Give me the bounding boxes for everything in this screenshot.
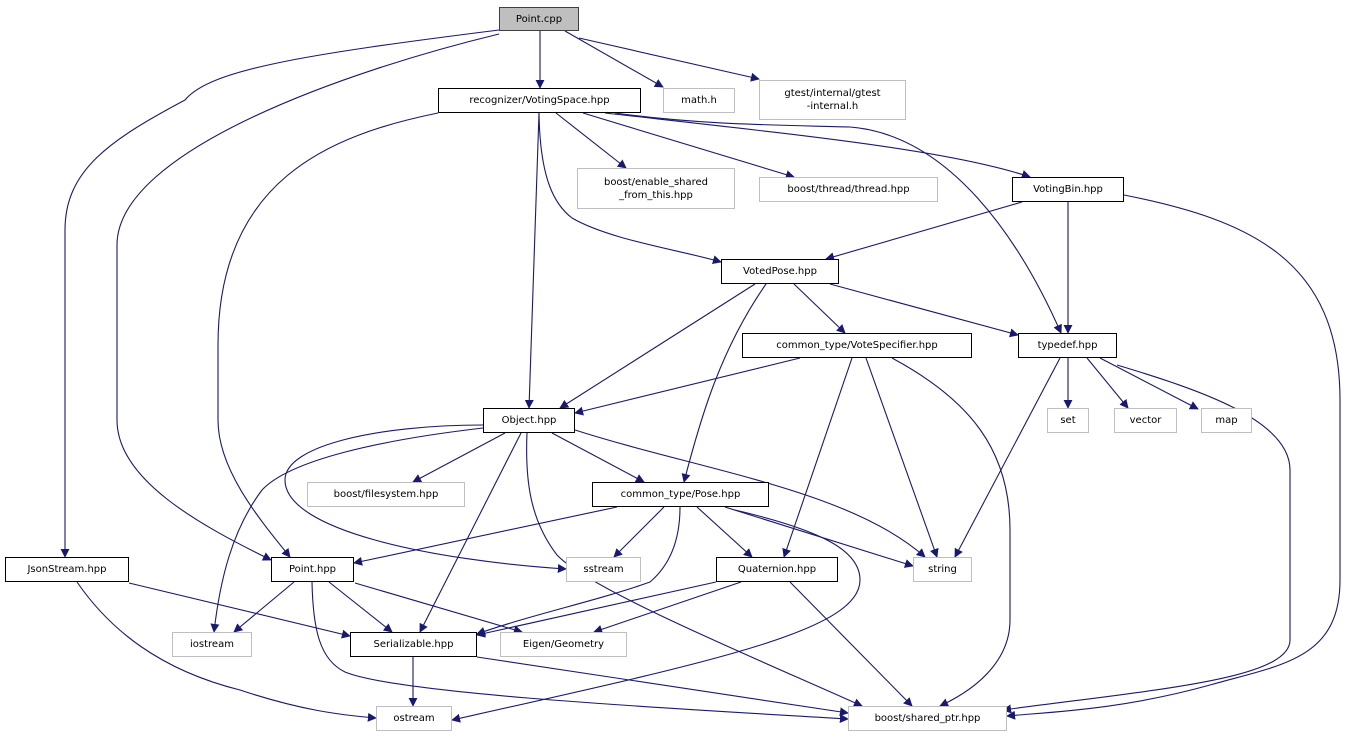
- node-iostream: iostream: [172, 632, 252, 657]
- edge-pose-to-ostream: [451, 509, 861, 723]
- node-voting-bin[interactable]: VotingBin.hpp: [1012, 177, 1124, 202]
- edge-vote-specifier-to-string: [865, 357, 939, 558]
- edge-pose-to-serializable: [476, 506, 681, 636]
- edge-voted-pose-to-typedef: [829, 283, 1019, 338]
- node-voted-pose[interactable]: VotedPose.hpp: [721, 259, 839, 284]
- node-set: set: [1047, 408, 1089, 433]
- edge-object-to-iostream: [210, 427, 484, 633]
- edge-voting-bin-to-voted-pose: [825, 201, 1023, 262]
- node-eigen: Eigen/Geometry: [500, 632, 627, 657]
- edge-object-to-pose: [551, 432, 645, 483]
- node-enable-shared: boost/enable_shared _from_this.hpp: [577, 168, 735, 209]
- node-quaternion[interactable]: Quaternion.hpp: [716, 557, 838, 582]
- node-point-cpp: Point.cpp: [499, 7, 579, 31]
- node-gtest: gtest/internal/gtest -internal.h: [759, 80, 906, 120]
- node-shared-ptr: boost/shared_ptr.hpp: [848, 706, 1007, 731]
- node-typedef[interactable]: typedef.hpp: [1018, 333, 1117, 358]
- edge-json-stream-to-serializable: [128, 582, 351, 639]
- node-math-h: math.h: [663, 88, 735, 113]
- edge-voted-pose-to-pose: [681, 283, 767, 483]
- edge-point-hpp-to-eigen: [354, 582, 523, 635]
- edge-point-hpp-to-iostream: [233, 581, 295, 633]
- node-sstream: sstream: [566, 557, 641, 582]
- edge-object-to-sstream: [284, 424, 567, 573]
- edge-pose-to-point-hpp: [353, 506, 618, 566]
- edge-point-cpp-to-gtest: [578, 37, 760, 82]
- edge-voting-space-to-voted-pose: [538, 112, 722, 265]
- edge-object-to-serializable: [419, 432, 522, 633]
- node-serializable[interactable]: Serializable.hpp: [350, 632, 477, 657]
- edge-point-cpp-to-point-hpp: [116, 33, 500, 561]
- edge-vote-specifier-to-shared-ptr: [891, 357, 1011, 707]
- edge-quaternion-to-serializable: [476, 581, 717, 638]
- edge-point-hpp-to-shared-ptr: [311, 581, 849, 724]
- edge-vote-specifier-to-quaternion: [782, 357, 853, 558]
- edge-voting-space-to-thread: [582, 112, 795, 179]
- edge-object-to-filesystem: [412, 432, 506, 483]
- edge-pose-to-sstream: [613, 506, 665, 558]
- node-ostream: ostream: [376, 706, 452, 731]
- node-filesystem: boost/filesystem.hpp: [307, 482, 465, 507]
- node-voting-space[interactable]: recognizer/VotingSpace.hpp: [438, 88, 641, 113]
- edge-typedef-to-shared-ptr: [1002, 364, 1291, 714]
- edge-quaternion-to-eigen: [593, 581, 742, 634]
- node-point-hpp[interactable]: Point.hpp: [271, 557, 354, 582]
- edge-json-stream-to-ostream: [76, 581, 377, 722]
- node-object[interactable]: Object.hpp: [483, 408, 575, 433]
- edge-point-hpp-to-serializable: [328, 581, 393, 633]
- node-json-stream[interactable]: JsonStream.hpp: [5, 557, 129, 582]
- edge-typedef-to-string: [954, 357, 1061, 558]
- edge-typedef-to-map: [1099, 357, 1199, 410]
- edge-quaternion-to-shared-ptr: [789, 581, 913, 707]
- edge-point-cpp-to-json-stream: [60, 29, 500, 558]
- edge-point-cpp-to-math-h: [564, 30, 664, 88]
- node-thread: boost/thread/thread.hpp: [759, 177, 938, 202]
- edge-voting-bin-to-shared-ptr: [1006, 194, 1341, 720]
- edge-vote-specifier-to-object: [574, 357, 801, 416]
- edge-voting-space-to-typedef: [614, 112, 1062, 334]
- edge-voted-pose-to-vote-specifier: [793, 283, 846, 334]
- edge-serializable-to-shared-ptr: [476, 656, 849, 717]
- node-vector: vector: [1114, 408, 1177, 433]
- node-pose[interactable]: common_type/Pose.hpp: [592, 482, 769, 507]
- edge-pose-to-quaternion: [696, 506, 753, 558]
- node-map: map: [1201, 408, 1252, 433]
- edge-voting-space-to-voting-bin: [604, 112, 1031, 179]
- edge-typedef-to-vector: [1086, 357, 1129, 409]
- edge-voted-pose-to-object: [559, 283, 756, 409]
- edge-voting-space-to-enable-shared: [555, 112, 627, 169]
- node-vote-specifier[interactable]: common_type/VoteSpecifier.hpp: [742, 333, 972, 358]
- node-string: string: [913, 557, 972, 582]
- edge-voting-space-to-object: [524, 112, 540, 409]
